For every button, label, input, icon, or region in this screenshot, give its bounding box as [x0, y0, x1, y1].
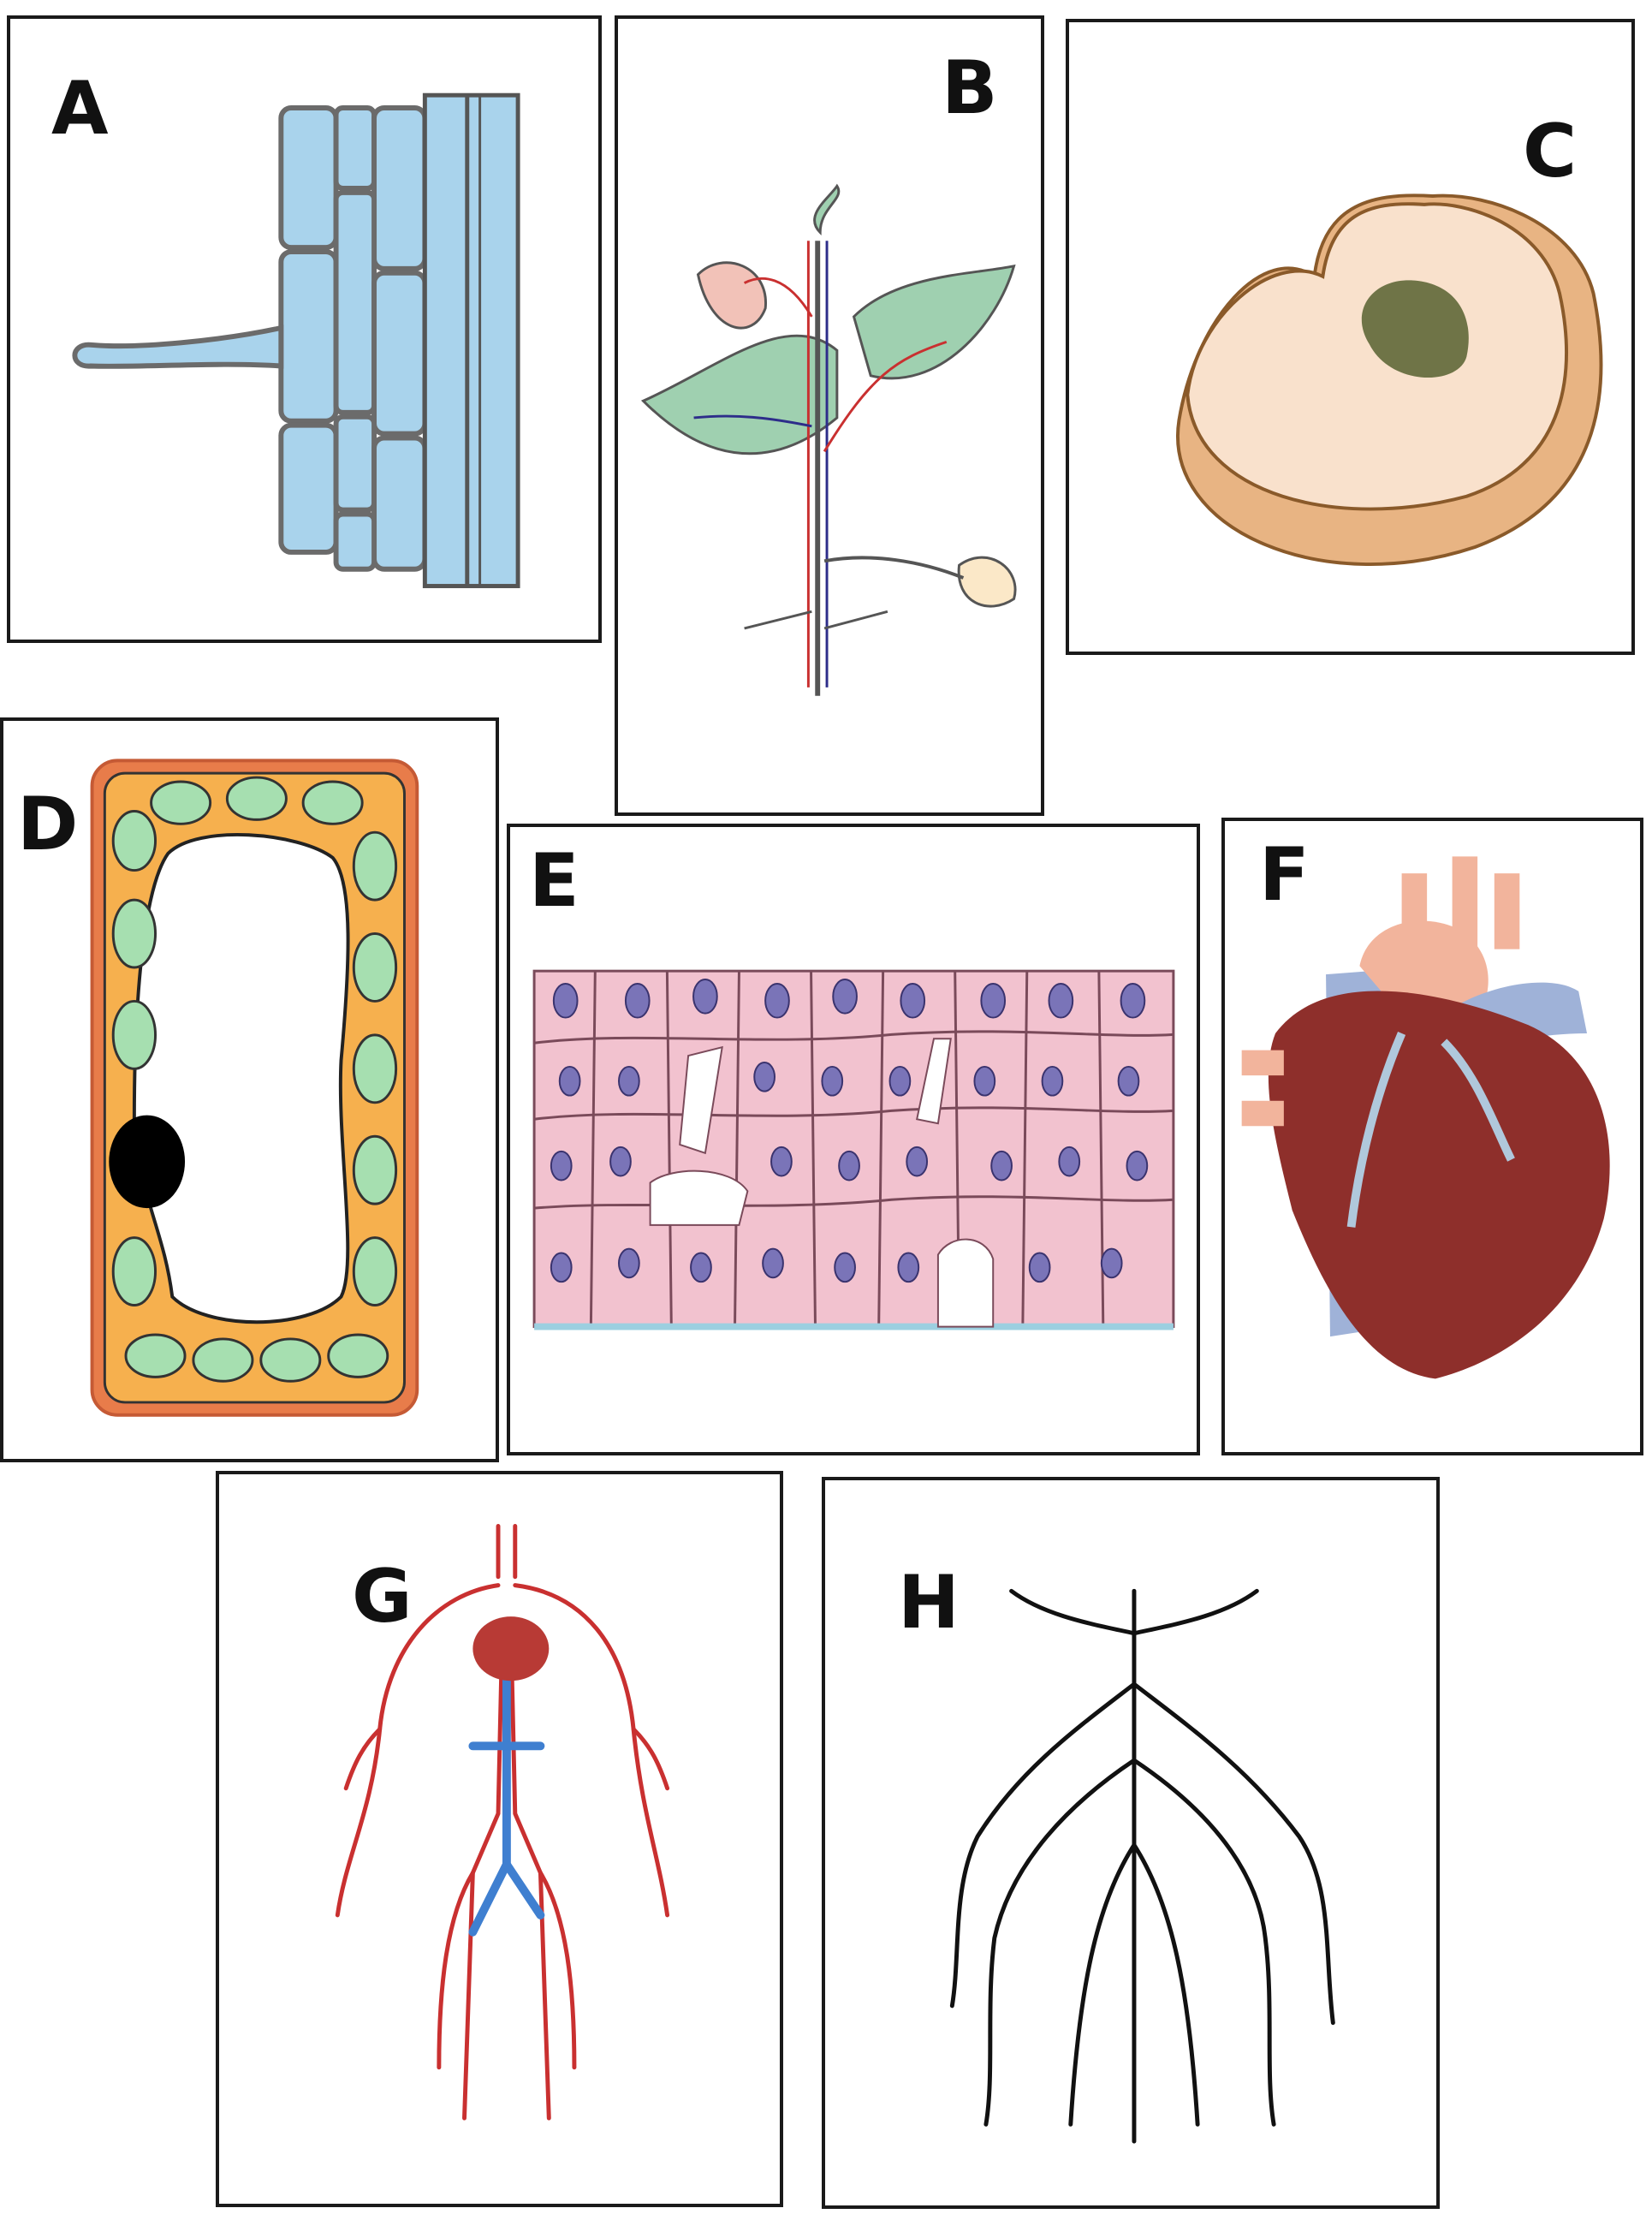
panel-label-b: B	[942, 45, 998, 131]
circulatory-system-icon	[335, 1523, 670, 2121]
panel-label-f: F	[1259, 832, 1310, 918]
panel-f: F	[1221, 818, 1643, 1455]
panel-label-c: C	[1523, 109, 1578, 194]
panel-e: E	[507, 824, 1200, 1455]
panel-a: A	[7, 15, 602, 643]
root-system-icon	[949, 1588, 1335, 2144]
panel-c: C	[1066, 19, 1635, 655]
heart-icon	[1241, 856, 1610, 1379]
panel-label-a: A	[51, 66, 109, 152]
panel-label-e: E	[529, 838, 579, 924]
panel-b: B	[615, 15, 1044, 816]
panel-label-d: D	[17, 782, 79, 867]
panel-g: G	[216, 1471, 783, 2207]
epithelial-tissue-icon	[532, 969, 1175, 1330]
seed-cross-section-icon	[1176, 193, 1603, 566]
plant-transport-icon	[640, 183, 1017, 696]
panel-h: H	[822, 1477, 1440, 2209]
root-hair-cell-icon	[72, 92, 520, 588]
panel-d: D	[0, 717, 499, 1462]
panel-label-g: G	[352, 1554, 413, 1640]
panel-label-h: H	[898, 1560, 960, 1646]
plant-cell-icon	[90, 759, 419, 1417]
